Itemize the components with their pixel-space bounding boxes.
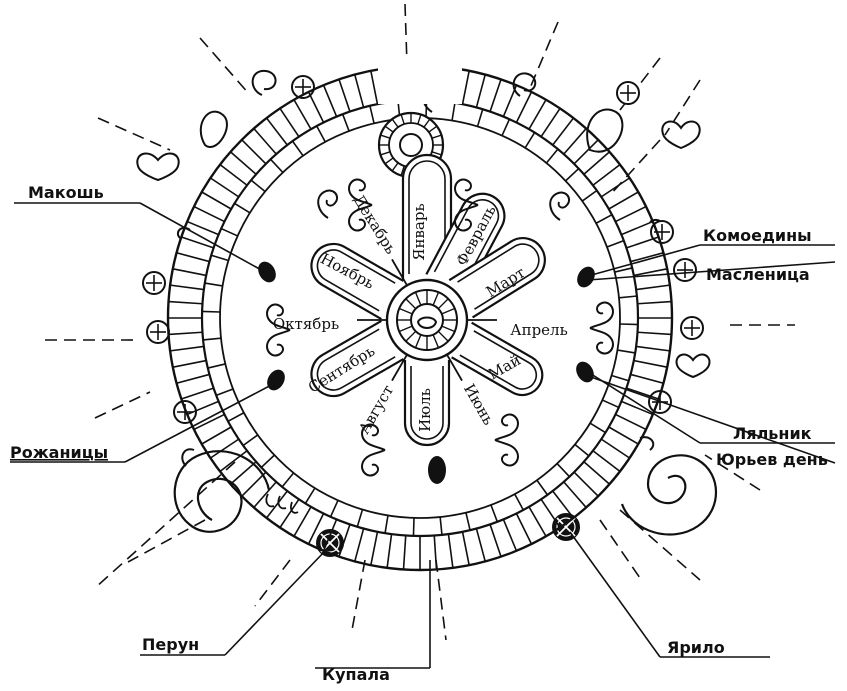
- label-yarilo: Ярило: [667, 638, 725, 657]
- label-lyalnik: Ляльник: [733, 424, 812, 443]
- solstice-marker-icon: [573, 358, 598, 385]
- month-label: Август: [355, 382, 397, 437]
- label-kupala: Купала: [322, 665, 390, 684]
- sun-cross-icon: [147, 321, 169, 343]
- month-label: Июнь: [460, 381, 498, 428]
- solstice-marker-icon: [428, 456, 446, 484]
- solstice-marker-icon: [264, 366, 289, 393]
- radial-line: [200, 38, 250, 95]
- label-maslenitsa: Масленица: [706, 265, 810, 284]
- month-label: Декабрь: [350, 192, 400, 258]
- month-label: Октябрь: [273, 315, 339, 333]
- label-rozhanitsy: Рожаницы: [10, 443, 108, 462]
- radial-line: [98, 118, 170, 150]
- label-perun: Перун: [142, 635, 199, 654]
- heart-icon: [137, 153, 178, 180]
- sun-cross-icon: [143, 272, 165, 294]
- heart-icon: [677, 355, 710, 377]
- solstice-marker-icon: [574, 263, 599, 290]
- radial-line: [95, 462, 235, 588]
- label-makosh: Макошь: [28, 183, 104, 202]
- sun-cross-icon: [617, 82, 639, 104]
- radial-line: [255, 560, 290, 606]
- month-label: Апрель: [510, 321, 568, 339]
- radial-line: [352, 560, 365, 630]
- month-label: Июль: [416, 388, 434, 432]
- sun-cross-icon: [681, 317, 703, 339]
- sun-cross-icon: [674, 259, 696, 281]
- solstice-marker-icon: [255, 258, 280, 285]
- radial-line: [95, 392, 150, 418]
- label-yuriev-den: Юрьев день: [716, 450, 828, 469]
- hub: [387, 280, 467, 360]
- radial-line: [436, 560, 446, 640]
- label-komoediny: Комоедины: [703, 226, 812, 245]
- spiral-icon: [622, 455, 716, 534]
- heart-icon: [662, 121, 699, 148]
- radial-line: [600, 520, 640, 578]
- month-label: Январь: [410, 203, 428, 260]
